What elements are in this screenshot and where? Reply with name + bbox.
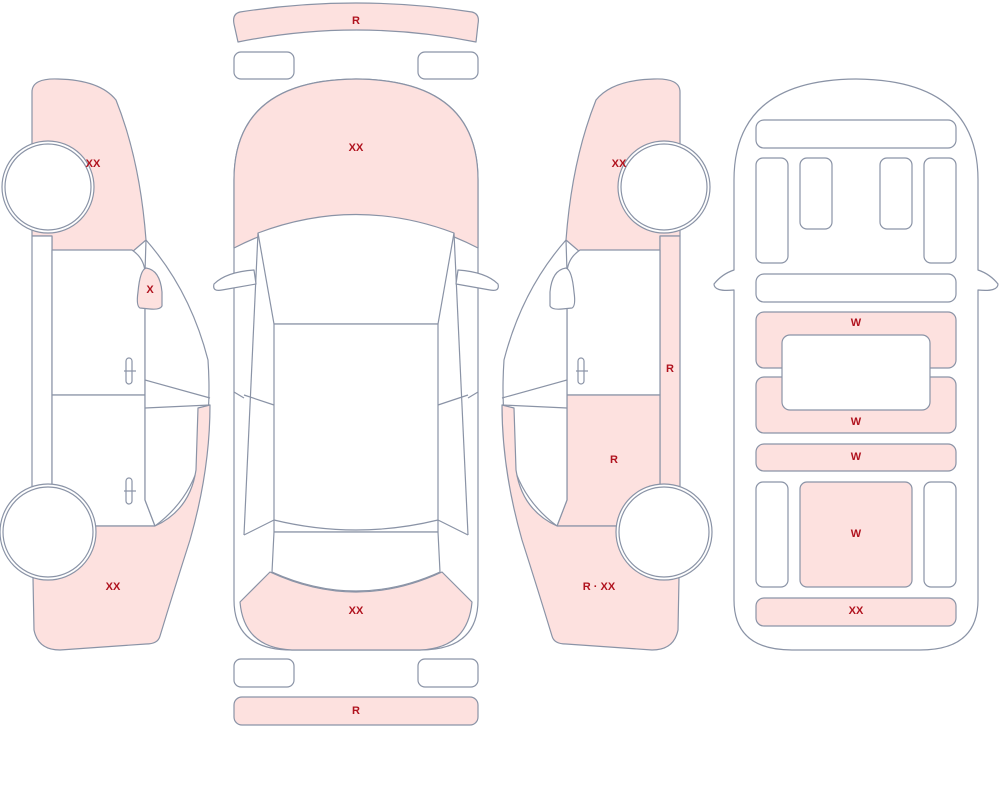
front-bumper-code: R <box>352 15 360 27</box>
front-bumper-panel[interactable] <box>233 2 479 43</box>
floor-front-crossmember-code: W <box>851 317 862 329</box>
rear-right-light[interactable] <box>417 658 479 688</box>
floor-rear-panel-code: XX <box>849 605 864 617</box>
floor-rear-crossmember-code: W <box>851 451 862 463</box>
floor-front-left-inner[interactable] <box>799 157 833 230</box>
floor-front-right-side[interactable] <box>923 157 957 264</box>
trunk-lid-panel[interactable] <box>239 571 473 651</box>
roof-panel[interactable] <box>273 323 439 533</box>
underbody-view: W W W W XX <box>713 78 999 651</box>
top-left-mirror[interactable] <box>213 269 257 291</box>
left-front-wheel[interactable] <box>4 143 92 231</box>
floor-front-left-side[interactable] <box>755 157 789 264</box>
right-rocker-code: R <box>666 363 674 375</box>
windshield[interactable] <box>257 213 455 325</box>
left-rocker-panel[interactable] <box>31 235 53 491</box>
floor-front-rail[interactable] <box>755 119 957 149</box>
rear-window[interactable] <box>271 531 441 592</box>
floor-rear-right-side[interactable] <box>923 481 957 588</box>
rear-bumper-code: R <box>352 705 360 717</box>
right-rear-door-code: R <box>610 454 618 466</box>
floor-front-right-inner[interactable] <box>879 157 913 230</box>
hood-code: XX <box>349 142 364 154</box>
floor-rear-panel[interactable] <box>755 597 957 627</box>
right-front-fender-code: XX <box>612 158 627 170</box>
trunk-lid-code: XX <box>349 605 364 617</box>
front-left-light[interactable] <box>233 51 295 80</box>
right-mirror[interactable] <box>549 267 576 310</box>
floor-rear-left-side[interactable] <box>755 481 789 588</box>
front-right-light[interactable] <box>417 51 479 80</box>
top-right-mirror[interactable] <box>455 269 499 291</box>
rear-left-light[interactable] <box>233 658 295 688</box>
left-rear-quarter-code: XX <box>106 581 121 593</box>
left-front-fender-code: XX <box>86 158 101 170</box>
left-side-view: XX X XX <box>0 78 211 651</box>
floor-rear-crossmember[interactable] <box>755 443 957 472</box>
left-rear-quarter-panel[interactable] <box>31 404 211 651</box>
right-side-view: XX R R R · XX <box>501 78 713 651</box>
left-rear-wheel[interactable] <box>2 486 94 578</box>
right-front-wheel[interactable] <box>620 143 708 231</box>
right-rear-quarter-code: R · XX <box>583 581 616 593</box>
floor-middle-crossmember-code: W <box>851 416 862 428</box>
right-rear-wheel[interactable] <box>618 486 710 578</box>
rear-bumper-panel[interactable] <box>233 696 479 726</box>
floor-dash-panel[interactable] <box>755 273 957 303</box>
floor-center-tunnel[interactable] <box>781 334 931 411</box>
right-rear-quarter-panel[interactable] <box>501 404 681 651</box>
floor-rear-center-code: W <box>851 528 862 540</box>
left-mirror-panel[interactable] <box>136 267 163 310</box>
floor-rear-center[interactable] <box>799 481 913 588</box>
left-mirror-code: X <box>146 284 154 296</box>
top-view: R XX XX R <box>213 2 499 726</box>
